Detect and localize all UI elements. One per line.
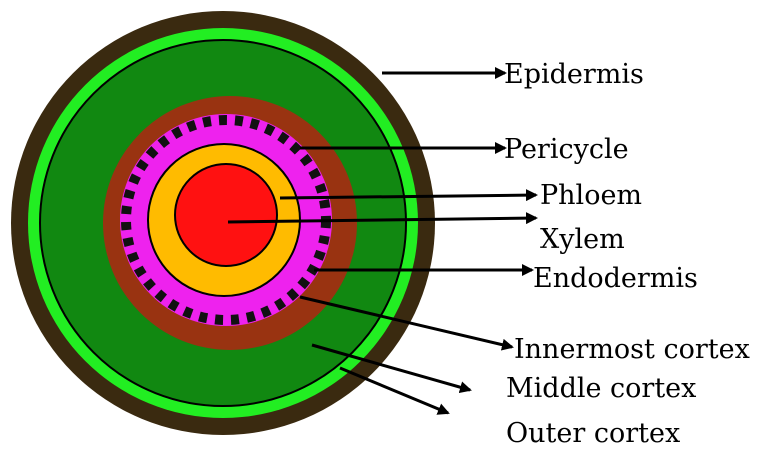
label-middle-cortex: Middle cortex — [506, 373, 696, 404]
label-outer-cortex: Outer cortex — [506, 418, 680, 449]
label-xylem: Xylem — [540, 224, 625, 255]
xylem-core — [175, 164, 277, 266]
label-pericycle: Pericycle — [504, 134, 629, 165]
label-phloem: Phloem — [540, 180, 642, 211]
label-endodermis: Endodermis — [533, 263, 698, 294]
label-innermost-cortex: Innermost cortex — [514, 334, 750, 365]
tissue-labels: Epidermis Pericycle Phloem Xylem Endoder… — [504, 59, 750, 449]
cross-section-rings — [11, 11, 435, 435]
label-epidermis: Epidermis — [504, 59, 644, 90]
outer-cortex-arrow — [340, 368, 448, 413]
